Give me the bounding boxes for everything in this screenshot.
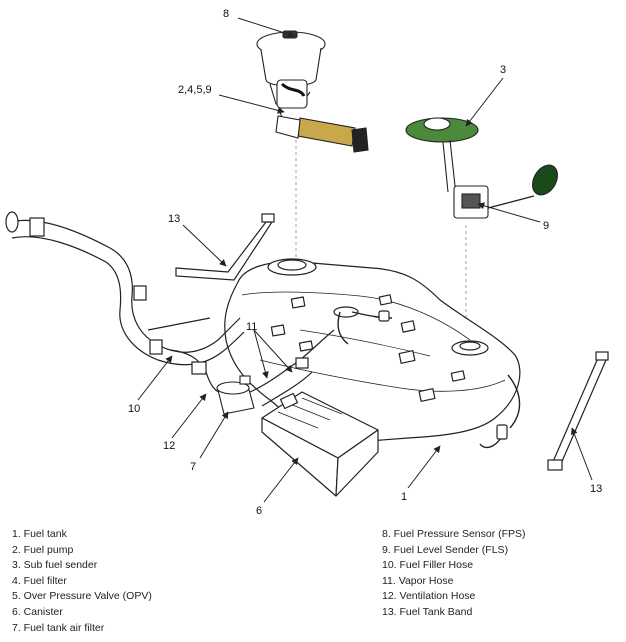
ventilation-hose: [169, 349, 225, 395]
legend-item: 5. Over Pressure Valve (OPV): [12, 590, 152, 603]
callout-12: 12: [163, 440, 175, 452]
fuel-tank-band-upper: [175, 213, 275, 281]
legend-item: 3. Sub fuel sender: [12, 559, 98, 572]
legend-item: 2. Fuel pump: [12, 543, 74, 556]
legend-item: 10. Fuel Filler Hose: [382, 559, 474, 572]
legend-item: 7. Fuel tank air filter: [12, 621, 105, 634]
callout-8: 8: [223, 8, 229, 20]
callout-6: 6: [256, 505, 262, 517]
callout-labels: 8 2,4,5,9 3 9 13 11 10 12 7 6 1 13: [128, 8, 602, 517]
fuel-tank-band-right: [547, 351, 609, 471]
callout-9: 9: [543, 220, 549, 232]
alignment-lines: [295, 140, 467, 345]
callout-13-upper: 13: [168, 213, 180, 225]
fuel-system-diagram: 8 2,4,5,9 3 9 13 11 10 12 7 6 1 13: [5, 8, 609, 517]
legend-item: 4. Fuel filter: [12, 574, 67, 587]
canister: [261, 391, 379, 497]
fuel-pump-body: [297, 117, 356, 147]
callout-7: 7: [190, 461, 196, 473]
legend-item: 11. Vapor Hose: [382, 574, 454, 587]
legend-left-column: 1. Fuel tank 2. Fuel pump 3. Sub fuel se…: [12, 527, 152, 636]
sub-fuel-sender: [405, 117, 558, 219]
legend-item: 12. Ventilation Hose: [382, 590, 476, 603]
legend-right-column: 8. Fuel Pressure Sensor (FPS) 9. Fuel Le…: [382, 527, 526, 621]
legend-item: 1. Fuel tank: [12, 528, 67, 540]
callout-3: 3: [500, 64, 506, 76]
callout-13-right: 13: [590, 483, 602, 495]
legend-item: 13. Fuel Tank Band: [382, 605, 473, 618]
callout-2459: 2,4,5,9: [178, 84, 212, 96]
callout-10: 10: [128, 403, 140, 415]
legend-item: 9. Fuel Level Sender (FLS): [382, 543, 509, 556]
callout-11: 11: [246, 321, 257, 333]
leader-lines: [137, 17, 593, 503]
fuel-pump-module: [256, 30, 369, 153]
fuel-tank-air-filter: [216, 375, 255, 415]
legend-item: 6. Canister: [12, 605, 63, 618]
vapor-hose: [249, 329, 335, 407]
callout-1: 1: [401, 491, 407, 503]
fuel-filler-hose: [5, 211, 245, 366]
legend-item: 8. Fuel Pressure Sensor (FPS): [382, 528, 526, 540]
